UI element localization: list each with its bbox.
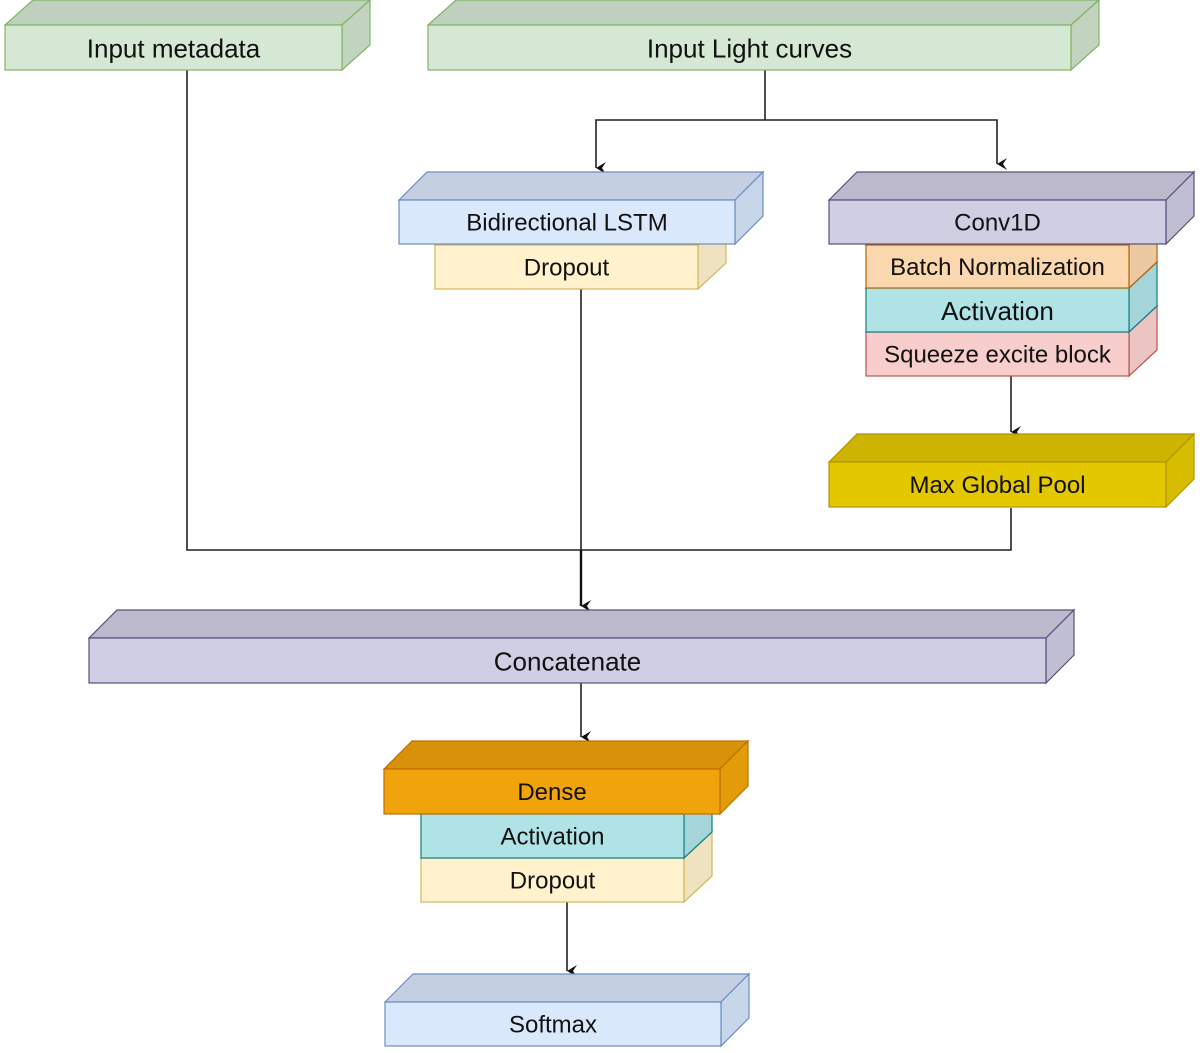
edge-lightcurves-to-lstm: [595, 119, 765, 174]
block-conv-activation-label: Activation: [941, 296, 1054, 326]
block-conv-activation-front-face: [865, 287, 1130, 333]
block-dense: Dense: [382, 739, 750, 816]
block-squeeze-excite-label: Squeeze excite block: [884, 342, 1112, 369]
block-dense-top-face: [382, 740, 750, 770]
block-conv1d-top-face: [827, 171, 1196, 201]
block-dense-label: Dense: [517, 779, 586, 806]
connectors: [186, 70, 1021, 977]
block-input-metadata: Input metadata: [3, 0, 371, 72]
block-lstm-dropout-front-face: [434, 244, 699, 290]
block-dense-activation-front-face: [420, 813, 685, 859]
block-softmax: Softmax: [383, 972, 751, 1048]
block-concatenate-top-face: [87, 609, 1076, 639]
block-input-metadata-label: Input metadata: [87, 34, 261, 64]
block-conv1d: Conv1D: [827, 170, 1196, 246]
block-max-global-pool: Max Global Pool: [827, 432, 1196, 509]
block-batch-normalization-front-face: [865, 244, 1130, 289]
edge-lightcurves-to-conv1d: [765, 119, 1007, 170]
block-dense-activation-label: Activation: [500, 824, 604, 851]
block-input-metadata-front-face: [4, 24, 343, 71]
edge-maxpool-to-concat: [581, 508, 1012, 551]
block-softmax-front-face: [384, 1001, 722, 1047]
block-conv1d-label: Conv1D: [954, 210, 1041, 237]
block-input-light-curves: Input Light curves: [426, 0, 1100, 72]
block-bidirectional-lstm-label: Bidirectional LSTM: [466, 210, 667, 237]
block-dense-dropout-label: Dropout: [510, 868, 596, 895]
block-input-light-curves-label: Input Light curves: [647, 34, 852, 64]
block-bidirectional-lstm-front-face: [398, 199, 736, 245]
block-dense-front-face: [383, 768, 721, 815]
block-bidirectional-lstm: Bidirectional LSTM: [397, 170, 765, 246]
edge-metadata-to-concat: [186, 70, 581, 551]
block-input-light-curves-top-face: [426, 0, 1100, 26]
block-concatenate-label: Concatenate: [494, 647, 641, 677]
block-max-global-pool-front-face: [828, 461, 1167, 508]
block-input-light-curves-front-face: [427, 24, 1072, 71]
block-squeeze-excite-front-face: [865, 331, 1130, 377]
block-softmax-top-face: [383, 973, 751, 1003]
block-concatenate-front-face: [88, 637, 1047, 684]
block-conv1d-front-face: [828, 199, 1167, 245]
block-lstm-dropout-label: Dropout: [524, 255, 610, 282]
block-softmax-label: Softmax: [509, 1012, 597, 1039]
block-max-global-pool-top-face: [827, 433, 1196, 463]
block-input-metadata-top-face: [3, 0, 371, 26]
block-bidirectional-lstm-top-face: [397, 171, 765, 201]
block-batch-normalization-label: Batch Normalization: [890, 254, 1105, 281]
block-concatenate: Concatenate: [87, 608, 1076, 685]
block-max-global-pool-label: Max Global Pool: [909, 472, 1085, 499]
